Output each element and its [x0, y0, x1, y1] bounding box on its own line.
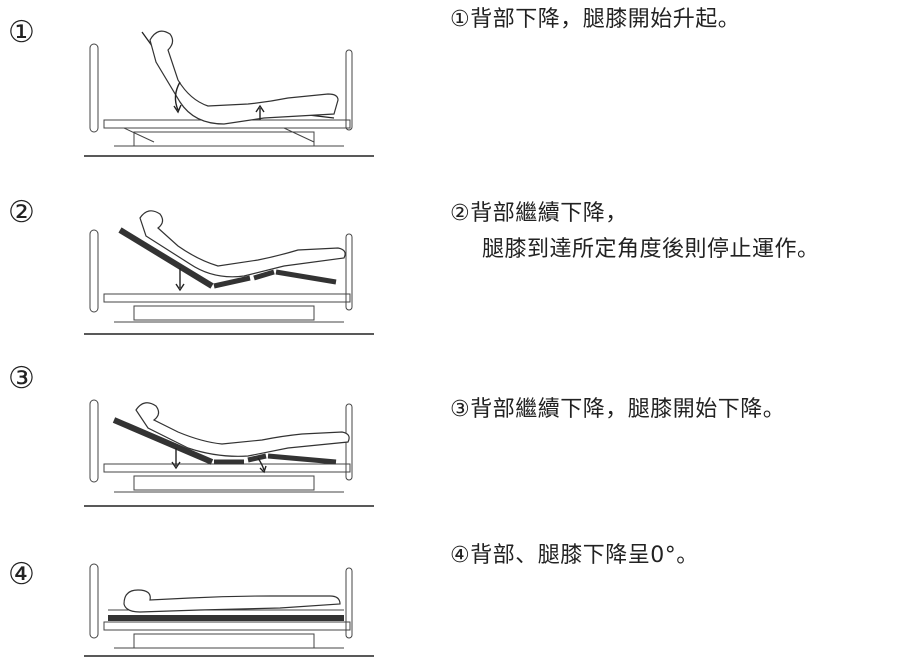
step-1-caption-line1: ①背部下降，腿膝開始升起。: [450, 7, 741, 32]
step-4-number: ④: [8, 557, 35, 592]
bed-illustration-step-4: [84, 524, 374, 657]
step-2-number: ②: [8, 195, 35, 230]
bed-illustration-step-3: [84, 374, 374, 507]
step-2-caption-line1: ②背部繼續下降，: [450, 201, 628, 226]
step-3-number: ③: [8, 361, 35, 396]
step-1-caption: ①背部下降，腿膝開始升起。: [450, 2, 740, 38]
step-3-caption-line1: ③背部繼續下降，腿膝開始下降。: [450, 397, 786, 422]
step-3-caption: ③背部繼續下降，腿膝開始下降。: [450, 392, 785, 428]
step-1-number: ①: [8, 15, 35, 50]
step-2-caption-line2: 腿膝到達所定角度後則停止運作。: [482, 237, 820, 262]
down-arrow-icon: [174, 81, 181, 111]
bed-illustration-step-1: [84, 22, 374, 157]
bed-illustration-step-2: [84, 208, 374, 340]
step-4-caption-line1: ④背部、腿膝下降呈0°。: [450, 543, 699, 568]
step-4-caption: ④背部、腿膝下降呈0°。: [450, 538, 699, 574]
step-2-caption: ②背部繼續下降， 腿膝到達所定角度後則停止運作。: [450, 196, 820, 268]
